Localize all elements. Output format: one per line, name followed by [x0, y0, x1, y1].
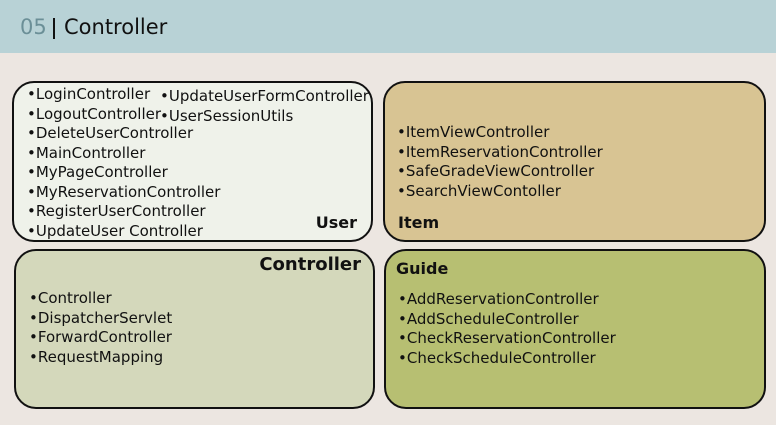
guide-box-title: Guide [396, 259, 449, 278]
list-item: ForwardController [29, 328, 172, 348]
item-list: ItemViewController ItemReservationContro… [397, 123, 603, 201]
list-item: ItemReservationController [397, 143, 603, 163]
list-item: CheckReservationController [398, 329, 616, 349]
list-item: UserSessionUtils [160, 107, 369, 127]
list-item: UpdateUser Controller [27, 222, 220, 242]
user-list-col2: UpdateUserFormController UserSessionUtil… [160, 87, 369, 126]
list-item: AddReservationController [398, 290, 616, 310]
slide-title: Controller [64, 15, 168, 39]
list-item: ItemViewController [397, 123, 603, 143]
list-item: LoginController [27, 85, 220, 105]
controller-box-title: Controller [259, 254, 361, 275]
item-box-title: Item [398, 213, 440, 232]
list-item: AddScheduleController [398, 310, 616, 330]
list-item: MainController [27, 144, 220, 164]
list-item: Controller [29, 289, 172, 309]
controller-box: Controller Controller DispatcherServlet … [14, 249, 375, 409]
list-item: RegisterUserController [27, 202, 220, 222]
header-divider [53, 18, 55, 39]
item-box: ItemViewController ItemReservationContro… [383, 81, 766, 242]
list-item: UpdateUserFormController [160, 87, 369, 107]
slide-header: 05 Controller [0, 0, 776, 53]
controller-list: Controller DispatcherServlet ForwardCont… [29, 289, 172, 367]
user-box-title: User [315, 213, 357, 232]
list-item: DispatcherServlet [29, 309, 172, 329]
list-item: MyReservationController [27, 183, 221, 203]
guide-list: AddReservationController AddScheduleCont… [398, 290, 616, 368]
user-box: LoginController LogoutController DeleteU… [12, 81, 373, 242]
list-item: SearchViewContoller [397, 182, 603, 202]
section-number: 05 [20, 15, 47, 39]
list-item: DeleteUserController [27, 124, 220, 144]
list-item: RequestMapping [29, 348, 172, 368]
user-list-col1: LoginController LogoutController DeleteU… [27, 85, 221, 242]
list-item: MyPageController [27, 163, 220, 183]
list-item: CheckScheduleController [398, 349, 616, 369]
list-item: LogoutController [27, 105, 220, 125]
guide-box: Guide AddReservationController AddSchedu… [384, 249, 766, 409]
list-item: SafeGradeViewController [397, 162, 603, 182]
